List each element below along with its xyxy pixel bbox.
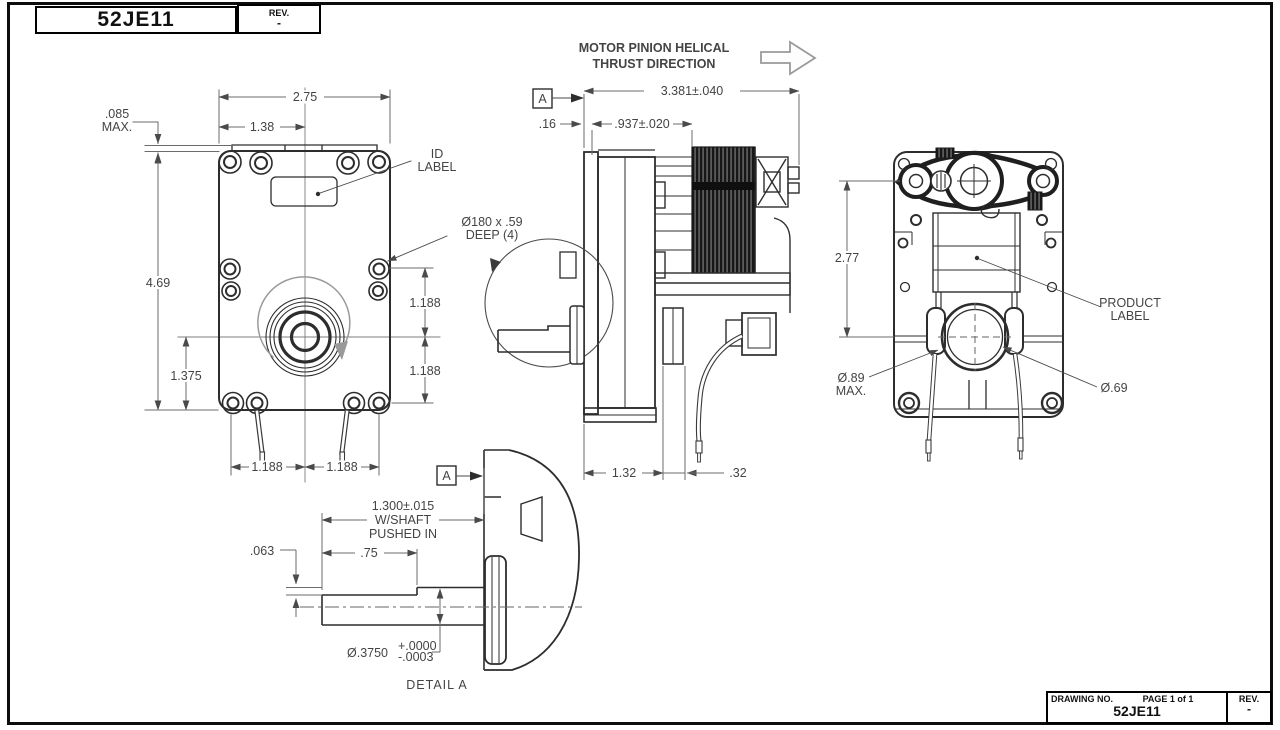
title-block-drawing-cell: DRAWING NO. PAGE 1 of 1 52JE11 <box>1048 693 1228 722</box>
id-label-text: ID <box>431 147 444 161</box>
side-view: A 3. <box>484 84 800 480</box>
detail-a-view: A <box>250 449 582 692</box>
thrust-direction-arrow-icon <box>760 40 817 76</box>
rev-value-bottom: - <box>1247 702 1251 716</box>
back-lead-wires <box>925 353 1024 462</box>
front-dim-center-bottom: 1.375 <box>170 369 201 383</box>
back-dia-boss: Ø.69 <box>1100 381 1127 395</box>
stator-laminations <box>691 146 756 274</box>
rev-label-bottom: REV. <box>1238 694 1260 704</box>
rev-label: REV. <box>268 8 290 18</box>
title-block-top-drawing-no: 52JE11 <box>35 6 237 34</box>
output-shaft-front <box>265 297 345 377</box>
front-dim-height: 4.69 <box>146 276 170 290</box>
gear-train-plate <box>894 147 1059 219</box>
detail-balloon <box>484 238 614 368</box>
sheet-border <box>7 2 1273 725</box>
front-screws <box>218 150 391 415</box>
datum-flag-a: A <box>532 88 584 109</box>
wire-grommet-right <box>1004 307 1024 355</box>
rev-value: - <box>277 16 281 30</box>
detail-dim-shaft-note2: PUSHED IN <box>369 527 437 541</box>
back-dia-grommet2: MAX. <box>836 384 867 398</box>
bell-housing <box>483 449 580 671</box>
detail-dimension-labels: 1.300±.015 W/SHAFT PUSHED IN .75 .063 Ø.… <box>250 499 468 692</box>
heading-line1: MOTOR PINION HELICAL <box>579 41 730 55</box>
drawing-no-value: 52JE11 <box>1113 703 1161 719</box>
hole-note: Ø180 x .59 <box>461 215 522 229</box>
front-view: ID LABEL Ø180 x .59 DEEP (4) <box>102 87 523 483</box>
side-dim-foot: 1.32 <box>612 466 636 480</box>
rotation-arrow-icon <box>257 276 351 360</box>
front-dim-bottom-right: 1.188 <box>326 460 357 474</box>
product-label-callout2: LABEL <box>1111 309 1150 323</box>
detail-dia-tol-plus: +.0000 <box>398 639 437 653</box>
detail-datum-label: A <box>442 469 451 483</box>
detail-dia-tol-minus: -.0003 <box>398 650 433 664</box>
motor-bracket <box>654 217 791 356</box>
drawing-no-label: DRAWING NO. <box>1051 694 1113 704</box>
back-dia-grommet: Ø.89 <box>837 371 864 385</box>
hole-note2: DEEP (4) <box>466 228 519 242</box>
id-label-outline <box>270 176 338 207</box>
front-dim-width: 2.75 <box>293 90 317 104</box>
detail-dia-shaft: Ø.3750 <box>347 646 388 660</box>
detail-dim-flat: .75 <box>360 546 377 560</box>
side-dim-plate: .16 <box>539 117 556 131</box>
title-block-bottom: DRAWING NO. PAGE 1 of 1 52JE11 REV. - <box>1046 691 1272 724</box>
front-dim-tab: .085 <box>105 107 129 121</box>
output-shaft-detail <box>321 586 485 626</box>
side-dim-gearcase: .937±.020 <box>614 117 670 131</box>
side-dim-wire: .32 <box>729 466 746 480</box>
detail-dim-shaft-note1: W/SHAFT <box>375 513 432 527</box>
terminal-end-cap <box>755 156 800 208</box>
side-dim-overall: 3.381±.040 <box>661 84 724 98</box>
side-dimension-labels: 3.381±.040 .16 .937±.020 1.32 .32 <box>539 84 747 480</box>
front-dim-bottom-left: 1.188 <box>251 460 282 474</box>
heading-line2: THRUST DIRECTION <box>593 57 716 71</box>
back-holes <box>897 157 1064 415</box>
detail-dim-step: .063 <box>250 544 274 558</box>
title-block-rev-cell: REV. - <box>1228 693 1270 722</box>
front-dim-right-upper: 1.188 <box>409 296 440 310</box>
title-block-top-rev: REV. - <box>237 4 321 34</box>
back-view: 2.77 PRODUCT LABEL Ø.89 MAX. Ø.69 <box>830 147 1161 462</box>
front-dim-half-width: 1.38 <box>250 120 274 134</box>
lead-wire <box>695 333 744 463</box>
front-dimension-labels: 2.75 1.38 .085 MAX. 4.69 1.375 1.188 1.1… <box>102 90 444 474</box>
page-label: PAGE 1 of 1 <box>1142 694 1194 704</box>
front-dim-tab-qual: MAX. <box>102 120 133 134</box>
product-label-area <box>932 212 1021 308</box>
back-dim-height: 2.77 <box>835 251 859 265</box>
id-label-text2: LABEL <box>418 160 457 174</box>
datum-flag-a-label: A <box>538 92 547 106</box>
product-label-callout: PRODUCT <box>1099 296 1161 310</box>
detail-caption: DETAIL A <box>406 678 468 692</box>
bearing-boss <box>938 302 1012 372</box>
front-dim-right-lower: 1.188 <box>409 364 440 378</box>
detail-dim-shaft-len: 1.300±.015 <box>372 499 435 513</box>
side-dimensions <box>560 87 800 480</box>
thrust-heading: MOTOR PINION HELICAL THRUST DIRECTION <box>579 40 817 76</box>
detail-datum-flag-a: A <box>436 465 483 486</box>
